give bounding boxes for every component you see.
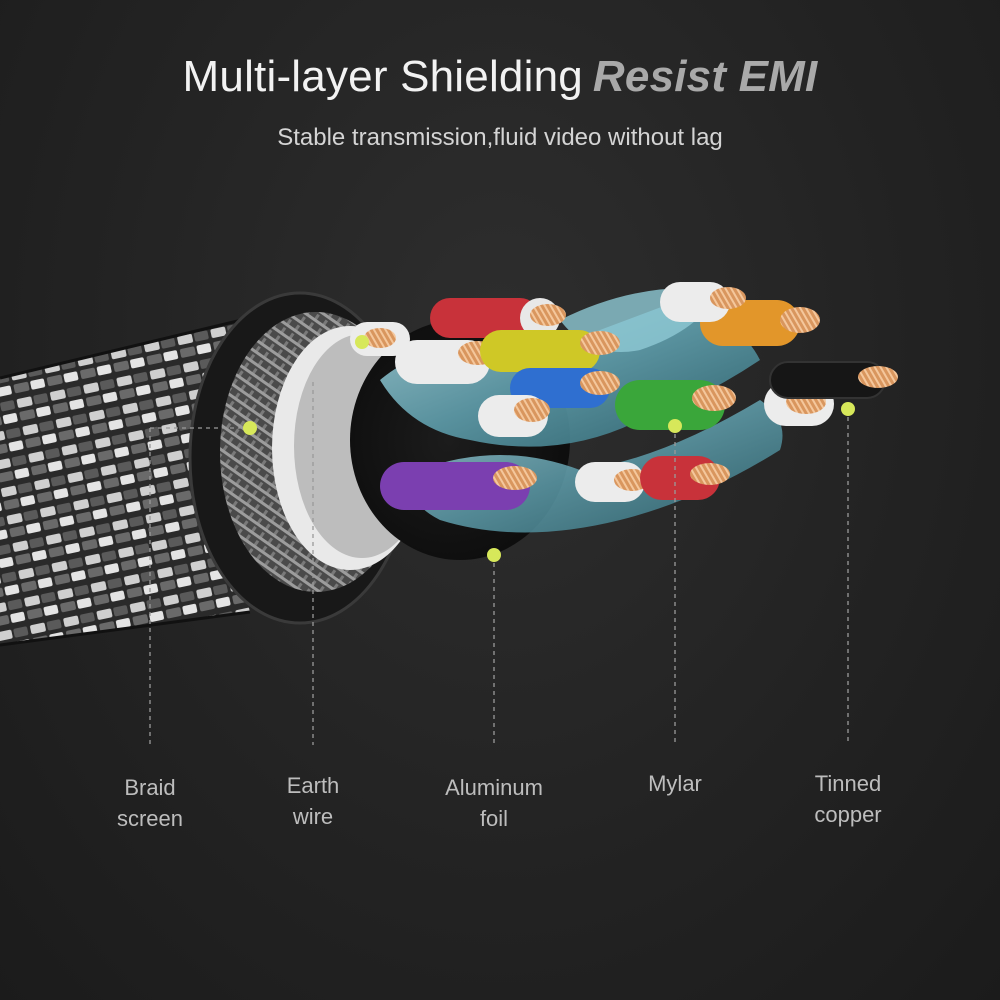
markers <box>243 335 855 562</box>
marker-mylar <box>668 419 682 433</box>
conductor-white-f <box>575 462 650 502</box>
label-tinned-copper: Tinned copper <box>814 771 882 827</box>
conductors <box>350 282 898 510</box>
conductor-red <box>430 298 566 338</box>
conductor-white-b <box>660 282 746 322</box>
headline-accent: Resist EMI <box>592 52 818 101</box>
braided-jacket <box>0 316 251 647</box>
marker-earth <box>355 335 369 349</box>
subtitle: Stable transmission,fluid video without … <box>277 124 723 151</box>
leader-lines <box>149 382 849 745</box>
conductor-white-d <box>478 395 550 437</box>
label-mylar: Mylar <box>648 771 702 796</box>
conductor-black <box>769 361 898 399</box>
conductor-yellow <box>480 330 620 372</box>
headline-main: Multi-layer Shielding <box>182 52 583 101</box>
conductor-red-b <box>640 456 730 500</box>
conductor-purple <box>380 462 537 510</box>
conductor-green <box>615 380 736 430</box>
marker-braid <box>243 421 257 435</box>
label-aluminum-foil: Aluminum foil <box>445 775 543 831</box>
label-earth-wire: Earth wire <box>286 773 340 829</box>
marker-aluminum <box>487 548 501 562</box>
marker-tinned <box>841 402 855 416</box>
label-braid-screen: Braid screen <box>116 775 184 831</box>
